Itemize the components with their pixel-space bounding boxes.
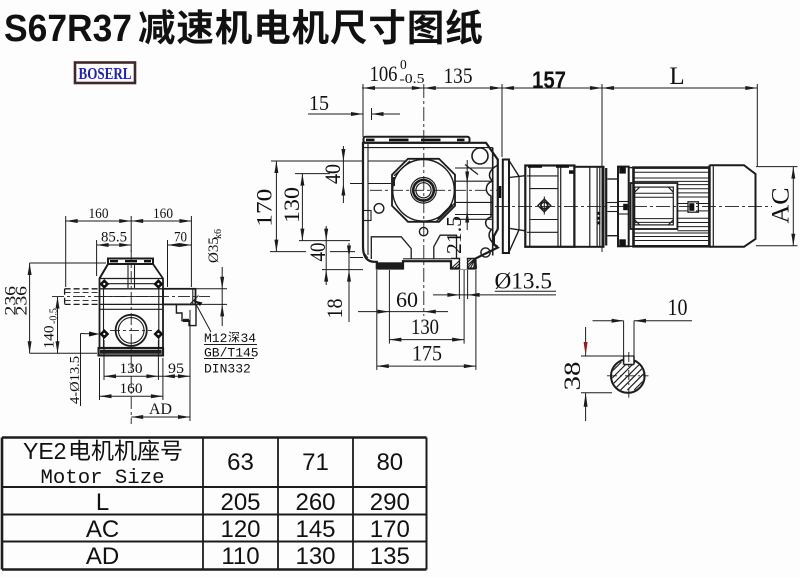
svg-text:34: 34: [241, 331, 257, 346]
svg-text:170: 170: [370, 516, 410, 543]
svg-text:110: 110: [221, 543, 259, 570]
svg-text:290: 290: [370, 489, 410, 516]
svg-text:120: 120: [220, 516, 260, 543]
svg-text:4-Ø13.5: 4-Ø13.5: [68, 356, 83, 404]
svg-text:175: 175: [412, 341, 442, 366]
svg-text:15: 15: [309, 91, 329, 115]
svg-text:BOSERL: BOSERL: [79, 64, 132, 83]
svg-text:106: 106: [370, 61, 398, 86]
svg-text:GB/T145: GB/T145: [204, 346, 259, 361]
svg-text:38: 38: [560, 362, 585, 391]
svg-text:170: 170: [252, 189, 277, 227]
svg-text:AC: AC: [768, 188, 795, 224]
svg-text:10: 10: [668, 295, 688, 320]
svg-text:YE2: YE2: [23, 438, 66, 464]
svg-text:21.5: 21.5: [442, 216, 466, 254]
svg-text:AD: AD: [86, 543, 119, 570]
svg-text:130: 130: [295, 543, 335, 570]
svg-text:236: 236: [3, 286, 20, 316]
svg-text:63: 63: [227, 449, 254, 476]
svg-text:236: 236: [14, 286, 31, 316]
svg-text:40: 40: [305, 243, 330, 262]
svg-text:Ø35: Ø35: [206, 237, 222, 263]
svg-text:60: 60: [396, 287, 418, 312]
svg-text:Ø13.5: Ø13.5: [495, 269, 553, 294]
svg-text:140: 140: [42, 326, 58, 349]
svg-text:k6: k6: [213, 229, 224, 239]
svg-text:205: 205: [220, 489, 260, 516]
svg-text:-0.5: -0.5: [49, 308, 60, 324]
svg-text:-0.5: -0.5: [400, 71, 425, 86]
svg-text:L: L: [96, 489, 109, 516]
svg-text:145: 145: [295, 516, 335, 543]
svg-text:135: 135: [370, 543, 410, 570]
svg-text:160: 160: [89, 206, 109, 222]
svg-text:160: 160: [120, 381, 143, 397]
svg-text:Motor Size: Motor Size: [41, 467, 165, 490]
svg-text:160: 160: [153, 206, 173, 222]
svg-text:DIN332: DIN332: [204, 362, 251, 377]
svg-text:130: 130: [411, 314, 439, 339]
svg-text:85.5: 85.5: [101, 230, 127, 246]
svg-text:18: 18: [322, 299, 347, 319]
svg-text:L: L: [669, 63, 684, 90]
svg-text:40: 40: [320, 164, 345, 184]
svg-text:AD: AD: [149, 401, 172, 418]
svg-text:135: 135: [444, 63, 473, 88]
svg-text:M12: M12: [204, 331, 227, 346]
svg-text:260: 260: [295, 489, 335, 516]
svg-text:130: 130: [120, 361, 143, 377]
svg-text:0: 0: [400, 57, 407, 72]
svg-text:71: 71: [302, 449, 329, 476]
svg-text:70: 70: [174, 230, 187, 246]
svg-text:95: 95: [168, 361, 184, 377]
svg-text:80: 80: [376, 449, 403, 476]
svg-text:130: 130: [279, 187, 304, 223]
svg-text:157: 157: [532, 67, 566, 94]
svg-text:S67R37: S67R37: [4, 8, 132, 50]
svg-text:AC: AC: [86, 516, 119, 543]
